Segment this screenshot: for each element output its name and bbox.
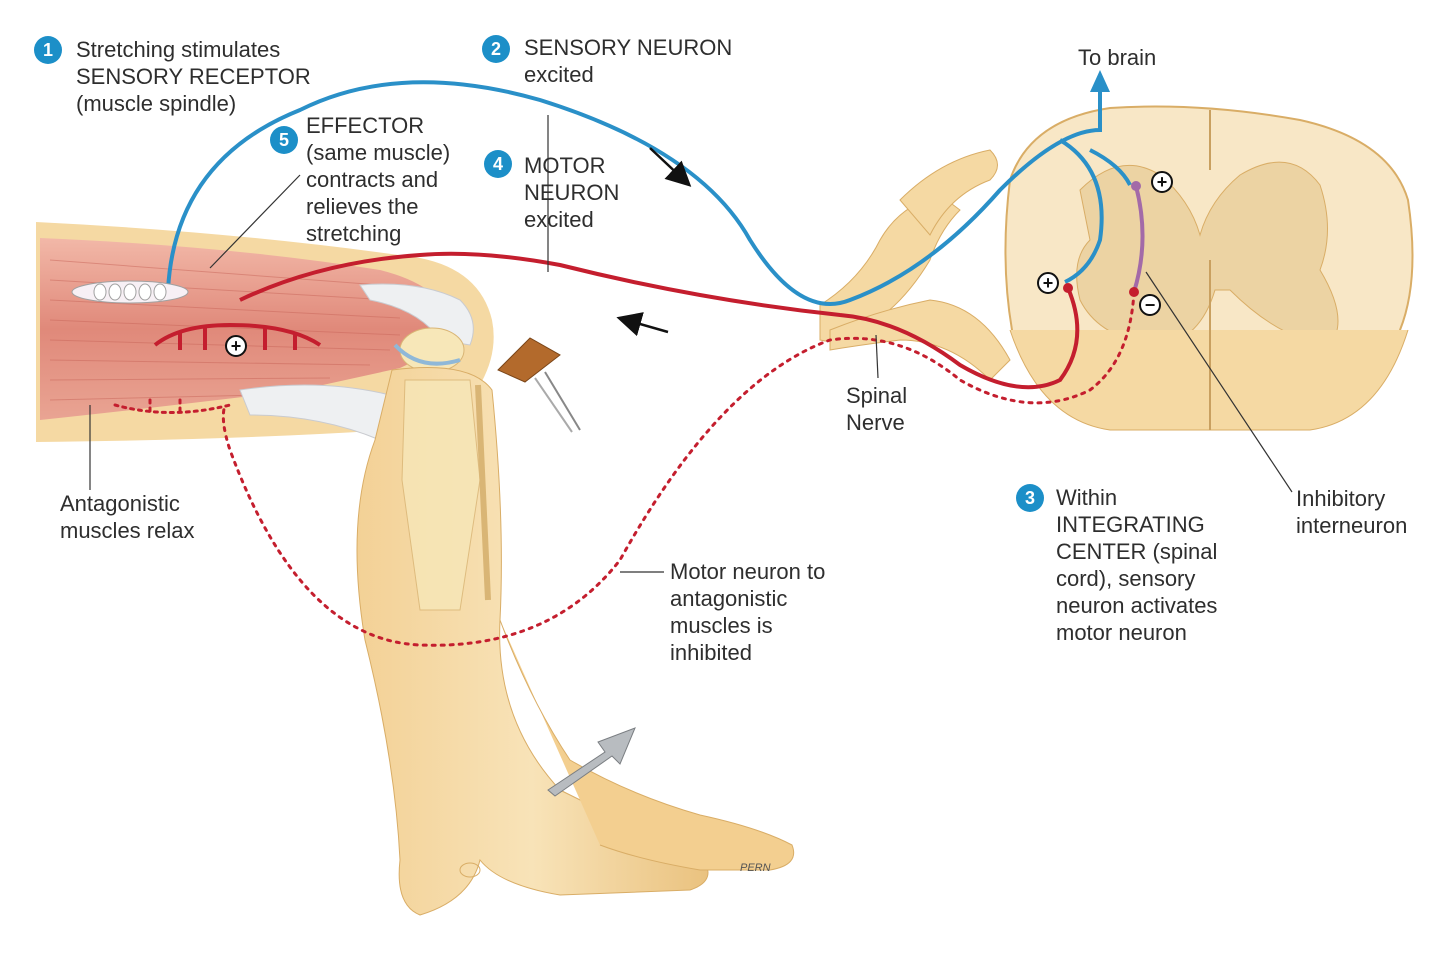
leader-effector bbox=[209, 174, 301, 269]
knee-cartilage bbox=[393, 343, 461, 366]
motor-inhibited-label-2: antagonistic bbox=[670, 586, 788, 611]
step-4-badge: 4 bbox=[484, 150, 512, 178]
to-brain-label: To brain bbox=[1078, 45, 1157, 70]
inhibitory-interneuron-label-2: interneuron bbox=[1296, 513, 1408, 538]
leader-spinal-nerve bbox=[875, 334, 879, 379]
step-5-line-3: contracts and bbox=[306, 167, 439, 192]
leader-inhibitory bbox=[1145, 271, 1293, 493]
step-4-line-1: MOTOR bbox=[524, 153, 606, 178]
movement-arrow-icon bbox=[547, 727, 636, 797]
step-3-line-4: cord), sensory bbox=[1056, 566, 1196, 591]
motor-inhibited-label-1: Motor neuron to bbox=[670, 559, 826, 584]
inhibitory-interneuron-label-1: Inhibitory bbox=[1296, 486, 1386, 511]
step-4-line-3: excited bbox=[524, 207, 594, 232]
antagonistic-relax-label-2: muscles relax bbox=[60, 518, 195, 543]
spinal-nerve-label-2: Nerve bbox=[846, 410, 905, 435]
svg-text:+: + bbox=[1043, 273, 1054, 293]
to-brain-arrowhead bbox=[1090, 70, 1110, 92]
svg-text:−: − bbox=[1145, 295, 1156, 315]
ankle-bone bbox=[459, 862, 481, 878]
inhibited-motor-neuron bbox=[221, 290, 1136, 647]
second-leg bbox=[499, 619, 795, 871]
step-3-line-5: neuron activates bbox=[1056, 593, 1218, 618]
sensory-direction-arrow-icon bbox=[649, 147, 692, 187]
dorsal-root-ganglion bbox=[899, 149, 998, 236]
motor-inhibited-label-3: muscles is bbox=[670, 613, 773, 638]
step-3-line-6: motor neuron bbox=[1056, 620, 1187, 645]
step-5-line-4: relieves the bbox=[306, 194, 419, 219]
inhibitory-interneuron bbox=[1132, 185, 1145, 293]
motor-neuron bbox=[239, 251, 1080, 390]
step-5-line-5: stretching bbox=[306, 221, 402, 246]
synapse-sign-minus: − bbox=[1139, 294, 1161, 316]
step-2-badge: 2 bbox=[482, 35, 510, 63]
sensory-neuron bbox=[166, 80, 1102, 306]
step-3-line-1: Within bbox=[1056, 485, 1118, 510]
step-1-line-1: Stretching stimulates bbox=[76, 37, 281, 62]
muscle-spindle bbox=[71, 280, 189, 304]
antagonistic-relax-label-1: Antagonistic bbox=[60, 491, 180, 516]
spinal-nerve-label-1: Spinal bbox=[846, 383, 908, 408]
tibia bbox=[401, 379, 481, 611]
sensory-branch-to-motor bbox=[1058, 138, 1104, 284]
motor-direction-arrow-icon bbox=[616, 312, 669, 337]
fibula bbox=[475, 384, 491, 601]
step-5-line-2: (same muscle) bbox=[306, 140, 451, 165]
step-2-line-2: excited bbox=[524, 62, 594, 87]
reflex-hammer-icon bbox=[497, 337, 581, 433]
synapse-sign-plus-muscle: + bbox=[225, 335, 247, 357]
step-2-line-1: SENSORY NEURON bbox=[524, 35, 733, 60]
step-1-line-2: SENSORY RECEPTOR bbox=[76, 64, 311, 89]
svg-text:+: + bbox=[231, 336, 242, 356]
artist-signature: PERN bbox=[740, 862, 771, 874]
antagonist-endplates bbox=[113, 398, 232, 414]
step-1-line-3: (muscle spindle) bbox=[76, 91, 237, 116]
svg-text:+: + bbox=[1157, 172, 1168, 192]
motor-endplates bbox=[153, 322, 322, 350]
synapse-sign-plus-interneuron: + bbox=[1151, 171, 1173, 193]
step-1-badge: 1 bbox=[34, 36, 62, 64]
step-3-badge: 3 bbox=[1016, 484, 1044, 512]
step-3-line-3: CENTER (spinal bbox=[1056, 539, 1218, 564]
motor-inhibited-label-4: inhibited bbox=[670, 640, 752, 665]
step-3-line-2: INTEGRATING bbox=[1056, 512, 1205, 537]
sensory-branch-to-interneuron bbox=[1089, 148, 1132, 186]
step-4-line-2: NEURON bbox=[524, 180, 620, 205]
synapse-sign-plus-motor: + bbox=[1037, 272, 1059, 294]
step-5-line-1: EFFECTOR bbox=[306, 113, 425, 138]
step-5-badge: 5 bbox=[270, 126, 298, 154]
